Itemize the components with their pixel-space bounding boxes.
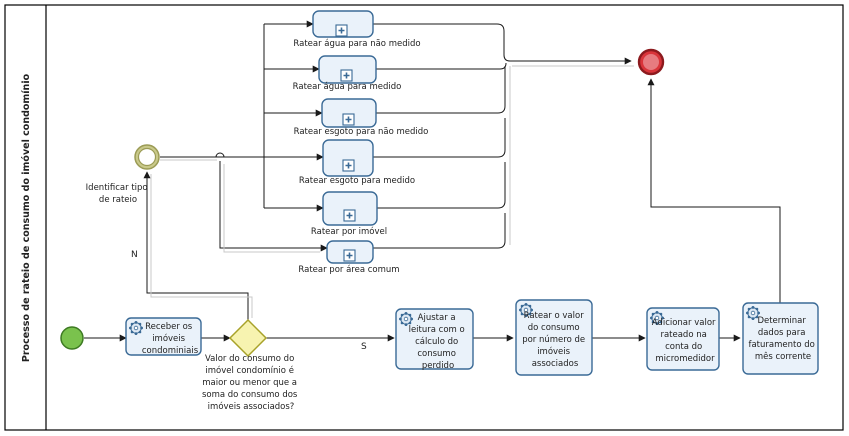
- flow-sub5-merge: [377, 162, 506, 209]
- subprocess-box: [321, 98, 377, 128]
- subprocess-esgoto-medido[interactable]: Ratear esgoto para medido: [299, 139, 415, 186]
- plus-icon: [343, 249, 356, 262]
- flow-to-sub6-shadow: [223, 164, 320, 253]
- subprocess-label: Ratear água para não medido: [293, 39, 420, 49]
- subprocess-label: Ratear por imóvel: [311, 226, 387, 237]
- plus-icon: [342, 159, 355, 172]
- intermediate-event-inner: [137, 147, 157, 167]
- flow-sub3-merge: [376, 66, 506, 114]
- task-box: [646, 307, 720, 371]
- flow-sub4-merge: [373, 118, 506, 158]
- subprocess-box: [322, 139, 374, 177]
- flow-fan-hop: [215, 152, 225, 158]
- subprocess-label: Ratear esgoto para não medido: [294, 127, 429, 137]
- decision-gateway[interactable]: [228, 318, 268, 358]
- task-box: [125, 317, 202, 356]
- task-box: [742, 302, 819, 375]
- task-ajustar-leitura[interactable]: Ajustar a leitura com o cálculo do consu…: [395, 308, 474, 371]
- subprocess-agua-nao-medido[interactable]: Ratear água para não medido: [293, 10, 421, 49]
- flow-gateway-no: [143, 171, 249, 320]
- end-event[interactable]: [637, 48, 665, 76]
- subprocess-box: [312, 10, 374, 38]
- task-receber-imoveis[interactable]: Receber os imóveis condominiais: [125, 317, 202, 356]
- gateway-question: Valor do consumo do imóvel condomínio é …: [202, 354, 300, 412]
- plus-icon: [342, 113, 355, 126]
- gear-icon: [128, 320, 144, 336]
- intermediate-event-label: Identificar tipo de rateio: [86, 183, 151, 205]
- task-label: Ratear o valor do consumo por número de …: [522, 311, 588, 369]
- task-label: Ajustar a leitura com o cálculo do consu…: [409, 313, 468, 371]
- flow-gateway-no-shadow: [150, 174, 253, 318]
- plus-icon: [343, 209, 356, 222]
- plus-icon: [335, 24, 348, 37]
- gateway-yes-label: S: [361, 342, 367, 352]
- plus-icon: [340, 69, 353, 82]
- flow-sub2-merge: [376, 62, 507, 70]
- task-label: Receber os imóveis condominiais: [142, 322, 199, 356]
- gear-icon: [398, 311, 414, 327]
- task-label: Adicionar valor rateado na conta do micr…: [652, 318, 718, 364]
- subprocess-label: Ratear esgoto para medido: [299, 176, 415, 186]
- flow-sub6-merge: [373, 213, 506, 249]
- task-adicionar-valor[interactable]: Adicionar valor rateado na conta do micr…: [646, 307, 720, 371]
- task-box: [395, 308, 474, 370]
- gateway-no-label: N: [131, 250, 138, 260]
- subprocess-area-comum[interactable]: Ratear por área comum: [298, 240, 400, 275]
- flow-to-sub6: [219, 161, 328, 252]
- subprocess-agua-medido[interactable]: Ratear água para medido: [293, 55, 402, 92]
- flow-sub1-merge: [373, 23, 632, 65]
- end-event-highlight: [643, 54, 659, 70]
- subprocess-label: Ratear por área comum: [298, 265, 399, 275]
- flow-determine-to-end: [647, 78, 781, 303]
- task-determinar-dados[interactable]: Determinar dados para faturamento do mês…: [742, 302, 819, 375]
- task-ratear-valor[interactable]: Ratear o valor do consumo por número de …: [515, 299, 593, 376]
- intermediate-event[interactable]: [134, 144, 160, 170]
- subprocess-label: Ratear água para medido: [293, 82, 402, 92]
- gateway-diamond: [228, 318, 268, 358]
- subprocess-por-imovel[interactable]: Ratear por imóvel: [311, 191, 387, 237]
- subprocess-esgoto-nao-medido[interactable]: Ratear esgoto para não medido: [294, 98, 429, 137]
- start-event[interactable]: [60, 326, 84, 350]
- task-label: Determinar dados para faturamento do mês…: [748, 316, 817, 362]
- task-box: [515, 299, 593, 376]
- subprocess-box: [322, 191, 378, 226]
- flow-merge-shadow: [509, 65, 634, 245]
- start-event-circle: [60, 326, 84, 350]
- pool-label: Processo de rateio de consumo do imóvel …: [21, 73, 32, 362]
